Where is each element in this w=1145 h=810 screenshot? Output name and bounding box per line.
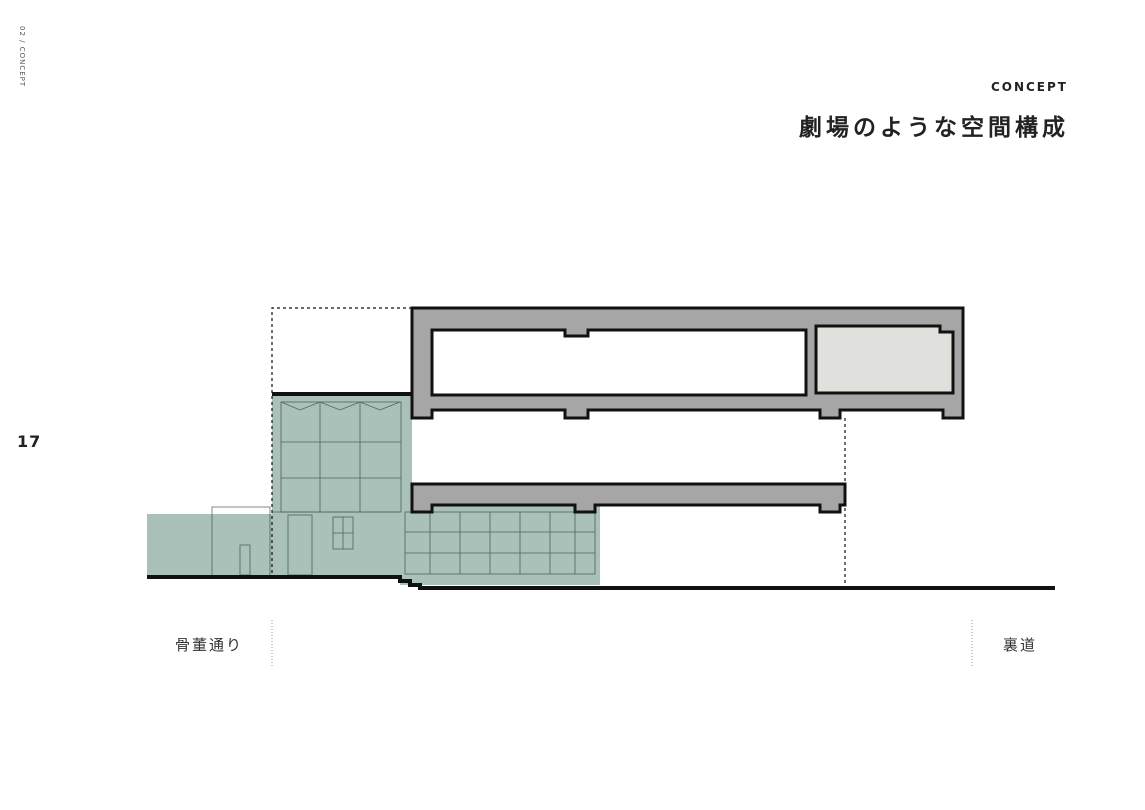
street-label-right: 裏道 [1003, 636, 1038, 654]
page-number: 17 [17, 432, 42, 451]
page-title: 劇場のような空間構成 [799, 115, 1069, 141]
section-kicker: CONCEPT [990, 80, 1068, 94]
dashed-outline [271, 307, 846, 585]
existing-building-overlay [147, 395, 600, 585]
section-label: 02 / CONCEPT [18, 26, 26, 88]
basement-seating [404, 511, 596, 575]
lower-slab [410, 482, 847, 514]
street-label-left: 骨董通り [175, 636, 244, 654]
ground-line [147, 575, 1055, 590]
rooftop-room [814, 324, 955, 395]
upper-void [430, 328, 808, 397]
